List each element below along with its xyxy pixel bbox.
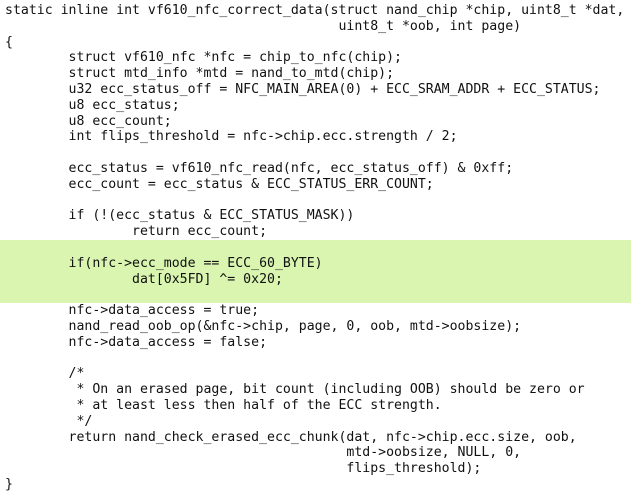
code-line: static inline int vf610_nfc_correct_data…	[5, 3, 625, 18]
code-line: return ecc_count;	[5, 224, 268, 240]
code-line: nand_read_oob_op(&nfc->chip, page, 0, oo…	[5, 318, 522, 334]
code-line-highlighted: dat[0x5FD] ^= 0x20;	[0, 271, 631, 288]
code-line: * On an erased page, bit count (includin…	[5, 382, 585, 398]
code-line: /*	[5, 366, 85, 382]
code-line: nfc->data_access = false;	[5, 334, 268, 350]
code-line-highlighted: if(nfc->ecc_mode == ECC_60_BYTE)	[0, 255, 631, 272]
code-line: if (!(ecc_status & ECC_STATUS_MASK))	[5, 208, 355, 224]
code-line: u8 ecc_count;	[5, 113, 172, 129]
code-line: ecc_status = vf610_nfc_read(nfc, ecc_sta…	[5, 160, 514, 176]
code-line	[0, 193, 631, 209]
code-line: int flips_threshold = nfc->chip.ecc.stre…	[5, 129, 458, 145]
code-line	[0, 351, 631, 367]
code-line: {	[5, 34, 13, 50]
code-line: mtd->oobsize, NULL, 0,	[5, 445, 522, 461]
code-line: }	[5, 476, 13, 492]
code-line-highlighted	[0, 287, 631, 304]
code-line: * at least less then half of the ECC str…	[5, 397, 442, 413]
code-line: u32 ecc_status_off = NFC_MAIN_AREA(0) + …	[5, 81, 601, 97]
code-line: nfc->data_access = true;	[5, 303, 260, 319]
code-line: uint8_t *oob, int page)	[5, 18, 522, 34]
code-line: struct mtd_info *mtd = nand_to_mtd(chip)…	[5, 66, 395, 82]
code-line	[0, 145, 631, 161]
code-line: flips_threshold);	[5, 461, 482, 477]
code-line: */	[5, 413, 93, 429]
code-line: ecc_count = ecc_status & ECC_STATUS_ERR_…	[5, 176, 434, 192]
code-line: struct vf610_nfc *nfc = chip_to_nfc(chip…	[5, 50, 402, 66]
code-line-highlighted	[0, 239, 631, 256]
code-line: u8 ecc_status;	[5, 97, 180, 113]
code-line: return nand_check_erased_ecc_chunk(dat, …	[5, 429, 577, 445]
